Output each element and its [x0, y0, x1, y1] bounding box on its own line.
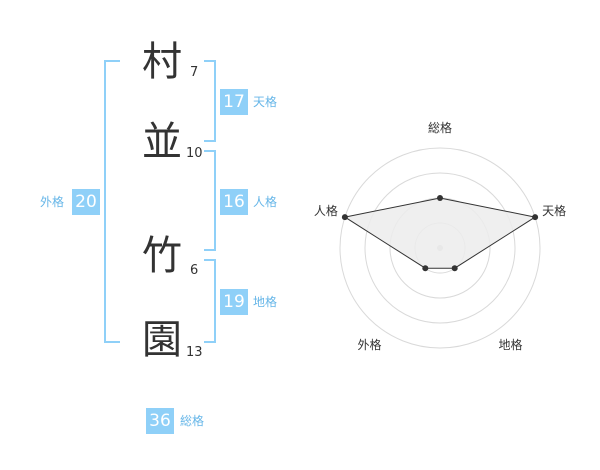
radar-point-4 [422, 265, 429, 272]
radar-grid-ring [339, 147, 541, 349]
radar-points [341, 195, 539, 272]
stroke-count-1: 7 [190, 65, 199, 80]
stroke-count-2: 10 [186, 146, 203, 161]
radar-axis-label-1: 総格 [428, 120, 452, 135]
name-char-1: 村 [142, 39, 182, 85]
radar-point-3 [451, 265, 458, 272]
name-char-3: 竹 [142, 233, 182, 279]
tenkaku-value: 17 [220, 89, 248, 115]
radar-axis-label-3: 地格 [498, 337, 522, 352]
tenkaku-bracket [204, 60, 216, 142]
radar-axis-label-4: 外格 [357, 337, 381, 352]
radar-area [343, 197, 537, 269]
soukaku-label: 総格 [180, 414, 205, 428]
gaikaku-value: 20 [72, 189, 100, 215]
soukaku-value: 36 [146, 408, 174, 434]
jinkaku-bracket [204, 150, 216, 251]
radar-point-2 [532, 214, 539, 221]
radar-axis-label-5: 人格 [314, 203, 338, 218]
gaikaku-label: 外格 [40, 195, 65, 209]
tenkaku-label: 天格 [253, 95, 278, 109]
jinkaku-label: 人格 [253, 195, 278, 209]
chikaku-label: 地格 [253, 295, 278, 309]
radar-grid-ring [364, 172, 516, 324]
name-char-4: 園 [142, 317, 182, 363]
radar-point-1 [437, 195, 443, 201]
stroke-count-3: 6 [190, 263, 199, 278]
stroke-count-4: 13 [186, 345, 203, 360]
chikaku-bracket [204, 259, 216, 343]
radar-axis-label-2: 天格 [542, 203, 566, 218]
chikaku-value: 19 [220, 289, 248, 315]
name-char-2: 並 [142, 119, 182, 165]
gaikaku-bracket [104, 60, 120, 343]
jinkaku-value: 16 [220, 189, 248, 215]
radar-point-5 [341, 214, 348, 221]
